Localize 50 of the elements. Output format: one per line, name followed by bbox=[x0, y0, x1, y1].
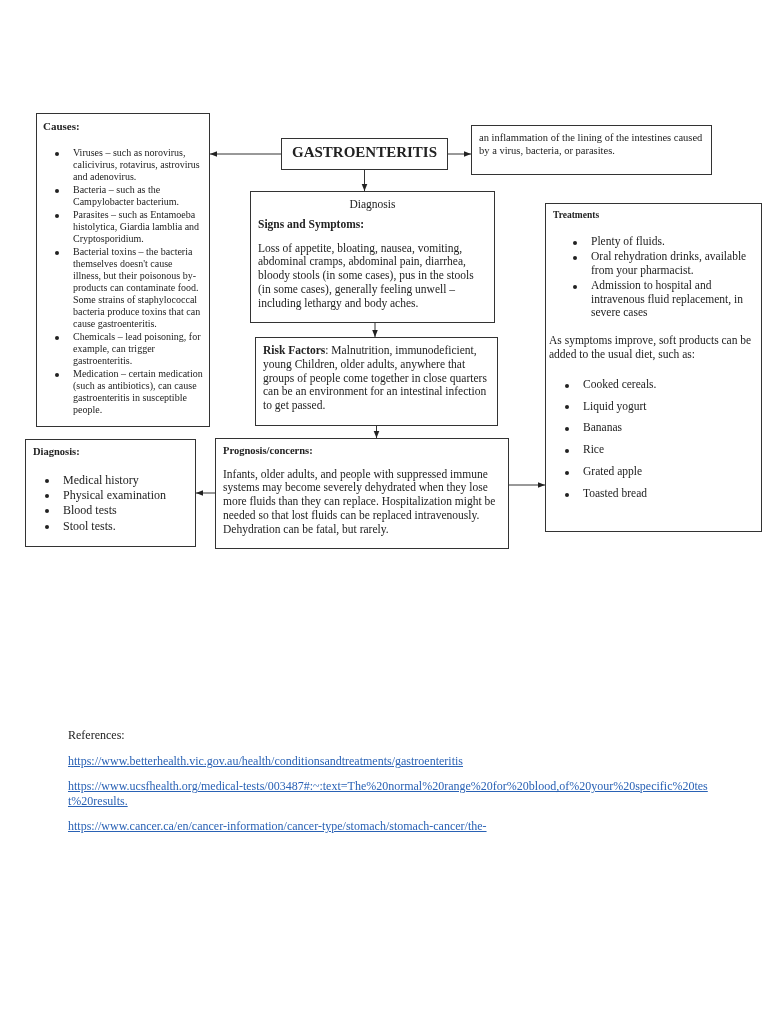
list-item: Medication – certain medication (such as antibiotics), can cause gastroenteritis in susceptible people. bbox=[43, 368, 203, 417]
text-box bbox=[281, 138, 448, 170]
box-heading: Signs and Symptoms: bbox=[258, 217, 366, 232]
text-box bbox=[215, 438, 509, 549]
list-item: Liquid yogurt bbox=[553, 399, 754, 414]
list-item: Parasites – such as Entamoeba histolytica, Giardia lamblia and Cryptosporidium. bbox=[43, 209, 203, 246]
body-text: Risk Factors: Malnutrition, immunodeficient, young Children, older adults, anywhere that groups of people come together in close quarters can be an environment for an intestinal infection to get passed. bbox=[263, 344, 488, 413]
body-text: an inflammation of the lining of the intestines caused by a virus, bacteria, or parasites. bbox=[479, 132, 704, 158]
box-heading: Causes: bbox=[43, 120, 81, 134]
list-item: Blood tests bbox=[33, 503, 188, 518]
list-item: Physical examination bbox=[33, 488, 188, 503]
list-item: Cooked cereals. bbox=[553, 377, 754, 392]
reference-link: https://www.ucsfhealth.org/medical-tests/003487#:~:text=The%20normal%20range%20for%20blood,of%20your%20specific%20test%20results. bbox=[68, 779, 709, 810]
text-box bbox=[250, 191, 495, 323]
list-item: Rice bbox=[553, 443, 754, 457]
list-item: Plenty of fluids. bbox=[561, 235, 754, 250]
box-heading: Diagnosis: bbox=[33, 446, 81, 459]
reference-link: https://www.cancer.ca/en/cancer-information/cancer-type/stomach/stomach-cancer/the- bbox=[68, 819, 488, 835]
list-item: Bananas bbox=[553, 421, 754, 436]
list-item: Viruses – such as norovirus, calicivirus, rotavirus, astrovirus and adenovirus. bbox=[43, 147, 203, 184]
list-item: Oral rehydration drinks, available from your pharmacist. bbox=[561, 250, 754, 278]
title-text: GASTROENTERITIS bbox=[291, 143, 438, 161]
arrow bbox=[209, 151, 282, 157]
arrow bbox=[361, 169, 368, 192]
list-item: Chemicals – lead poisoning, for example, can trigger gastroenteritis. bbox=[43, 331, 203, 368]
text-box bbox=[255, 337, 498, 426]
body-text: Infants, older adults, and people with suppressed immune systems may become severely dehydrated when they lose more fluids than they can replace. Hospitalization might be needed so that lost fluids can be replaced intravenously. Dehydration can be fatal, but rarely. bbox=[223, 467, 497, 537]
text-box bbox=[545, 203, 762, 532]
arrow bbox=[447, 151, 472, 157]
body-text: Loss of appetite, bloating, nausea, vomiting, abdominal cramps, abdominal pain, diarrhea, bloody stools (in some cases), pus in the stools (in some cases), generally feeling unwell – including lethargy and body aches. bbox=[258, 241, 475, 311]
text-box bbox=[25, 439, 196, 547]
box-heading: Diagnosis bbox=[348, 198, 397, 212]
list-item: Bacteria – such as the Campylobacter bacterium. bbox=[43, 184, 203, 209]
section-heading: References: bbox=[68, 728, 126, 743]
arrow bbox=[372, 322, 378, 338]
list-item: Admission to hospital and intravenous fluid replacement, in severe cases bbox=[561, 278, 754, 321]
box-heading: Treatments bbox=[553, 210, 601, 222]
list-item: Toasted bread bbox=[553, 486, 754, 501]
list-item: Medical history bbox=[33, 472, 188, 487]
body-text: As symptoms improve, soft products can be added to the usual diet, such as: bbox=[549, 334, 753, 362]
reference-link: https://www.betterhealth.vic.gov.au/health/conditionsandtreatments/gastroenteritis bbox=[68, 754, 464, 770]
box-heading: Prognosis/concerns: bbox=[223, 445, 314, 458]
arrow bbox=[195, 490, 216, 496]
text-box bbox=[471, 125, 712, 175]
text-box bbox=[36, 113, 210, 427]
arrow bbox=[373, 425, 380, 439]
arrow bbox=[508, 482, 546, 488]
list-item: Grated apple bbox=[553, 464, 754, 479]
list-item: Bacterial toxins – the bacteria themselves doesn't cause illness, but their poisonous by-products can contaminate food. Some strains of staphylococcal bacteria produce toxins that can cause gastroenteritis. bbox=[43, 246, 203, 331]
list-item: Stool tests. bbox=[33, 518, 188, 534]
